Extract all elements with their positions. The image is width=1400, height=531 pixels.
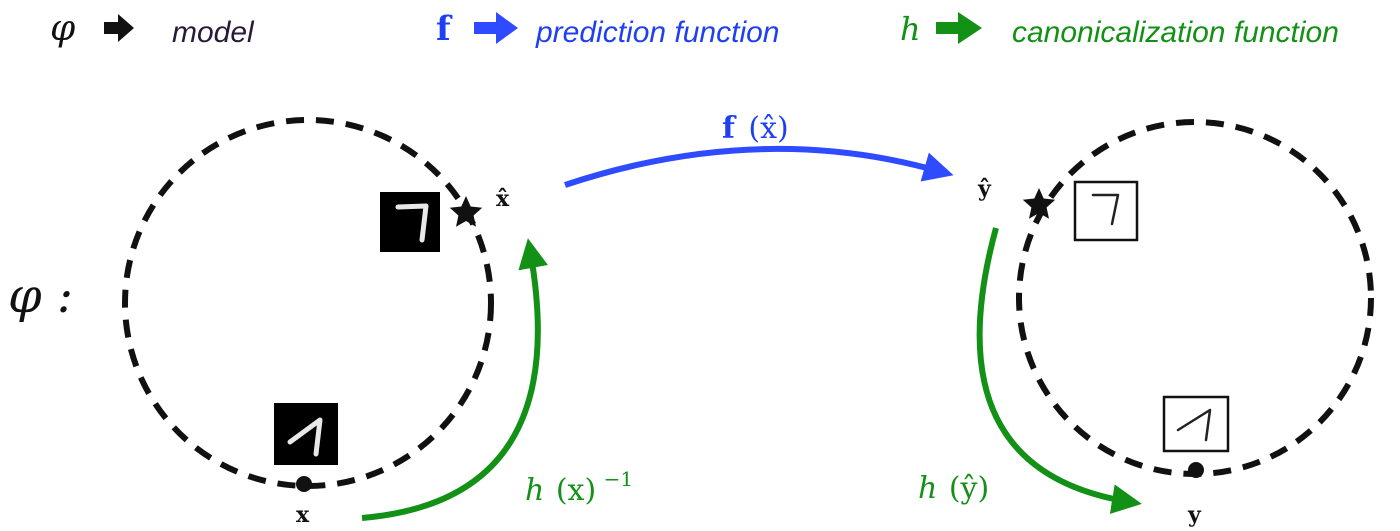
legend-label: model bbox=[172, 16, 255, 49]
canonicalization-output-arrow bbox=[976, 227, 1142, 514]
y-label: y bbox=[1187, 502, 1202, 528]
legend-item-model: φ model bbox=[50, 8, 255, 49]
legend-symbol: h bbox=[900, 10, 921, 48]
canonical-output-digit-icon bbox=[1073, 180, 1139, 242]
legend-arrow-green-icon bbox=[936, 12, 982, 44]
prediction-arrow bbox=[564, 145, 954, 188]
legend-item-prediction: f prediction function bbox=[436, 9, 780, 49]
legend: φ model f prediction function h canonica… bbox=[50, 8, 1339, 49]
canon-output-func: h bbox=[918, 471, 937, 506]
legend-label: prediction function bbox=[535, 16, 780, 49]
x-point bbox=[296, 476, 312, 492]
svg-text:h (x) −1: h (x) −1 bbox=[525, 467, 633, 508]
canon-inverse-sup: −1 bbox=[604, 467, 633, 491]
canon-inverse-func: h bbox=[525, 473, 544, 508]
star-icon bbox=[1022, 188, 1056, 219]
canon-inverse-arg: (x) bbox=[556, 473, 596, 508]
canonical-input-digit-icon bbox=[380, 192, 440, 252]
legend-symbol: φ bbox=[50, 8, 76, 49]
svg-text:f (x̂): f (x̂) bbox=[722, 111, 789, 146]
canonicalization-inverse-label: h (x) −1 bbox=[525, 467, 633, 508]
prediction-arrow-label: f (x̂) bbox=[722, 111, 789, 146]
y-point bbox=[1188, 462, 1204, 478]
legend-arrow-blue-icon bbox=[474, 12, 518, 44]
star-icon bbox=[449, 196, 483, 227]
legend-item-canonicalization: h canonicalization function bbox=[900, 10, 1339, 49]
model-label: φ : bbox=[8, 268, 73, 324]
x-label: x bbox=[296, 502, 310, 528]
prediction-arg: (x̂) bbox=[748, 111, 788, 146]
legend-symbol: f bbox=[436, 9, 453, 49]
y-hat-label: ŷ bbox=[977, 176, 992, 202]
legend-label: canonicalization function bbox=[1012, 16, 1339, 49]
original-input-digit-icon bbox=[274, 403, 338, 465]
canon-output-arg: (ŷ) bbox=[949, 471, 989, 506]
canonicalization-inverse-arrow bbox=[361, 238, 548, 521]
legend-arrow-black-icon bbox=[104, 14, 134, 42]
svg-text:h (ŷ): h (ŷ) bbox=[918, 471, 989, 506]
canonicalization-output-label: h (ŷ) bbox=[918, 471, 989, 506]
original-output-digit-icon bbox=[1162, 395, 1230, 453]
prediction-func: f bbox=[722, 111, 737, 146]
x-hat-label: x̂ bbox=[496, 186, 510, 212]
